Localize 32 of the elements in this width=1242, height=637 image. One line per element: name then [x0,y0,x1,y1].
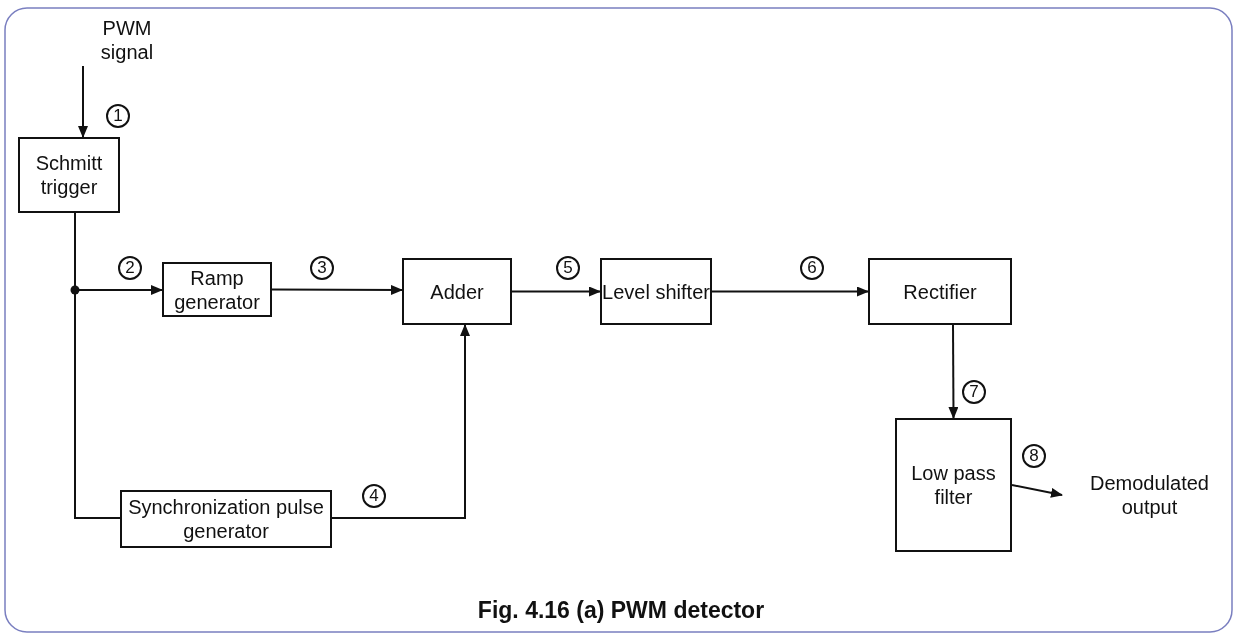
block-label: Level shifter [602,279,710,304]
connector-arrow [331,324,470,519]
callout-number: 8 [1022,444,1046,468]
block-label: Schmitt trigger [34,151,104,199]
connector-arrow [271,284,403,295]
connector-arrow [711,286,869,297]
block-box [402,258,512,325]
block-box [162,262,272,317]
callout-number: 2 [118,256,142,280]
callout-number: 4 [362,484,386,508]
connector-arrow [78,65,88,138]
callout-number: 1 [106,104,130,128]
block-box [868,258,1012,325]
block-label: Ramp generator [173,265,261,314]
callout-number: 6 [800,256,824,280]
figure-caption: Fig. 4.16 (a) PWM detector [477,597,765,624]
block-box [120,490,332,548]
connector-arrow [948,324,959,419]
block-label: Low pass filter [910,461,997,509]
signal-label: Demodulated output [1089,471,1210,519]
connector-arrow [1011,484,1063,498]
block-label: Synchronization pulse generator [127,495,325,543]
callout-number: 7 [962,380,986,404]
callout-number: 3 [310,256,334,280]
block-label: Rectifier [903,279,977,304]
block-box [600,258,712,325]
signal-label: PWM signal [99,16,155,64]
block-box [895,418,1012,552]
block-label: Adder [430,279,484,304]
connector-arrow [511,286,601,297]
callout-number: 5 [556,256,580,280]
block-box [18,137,120,213]
